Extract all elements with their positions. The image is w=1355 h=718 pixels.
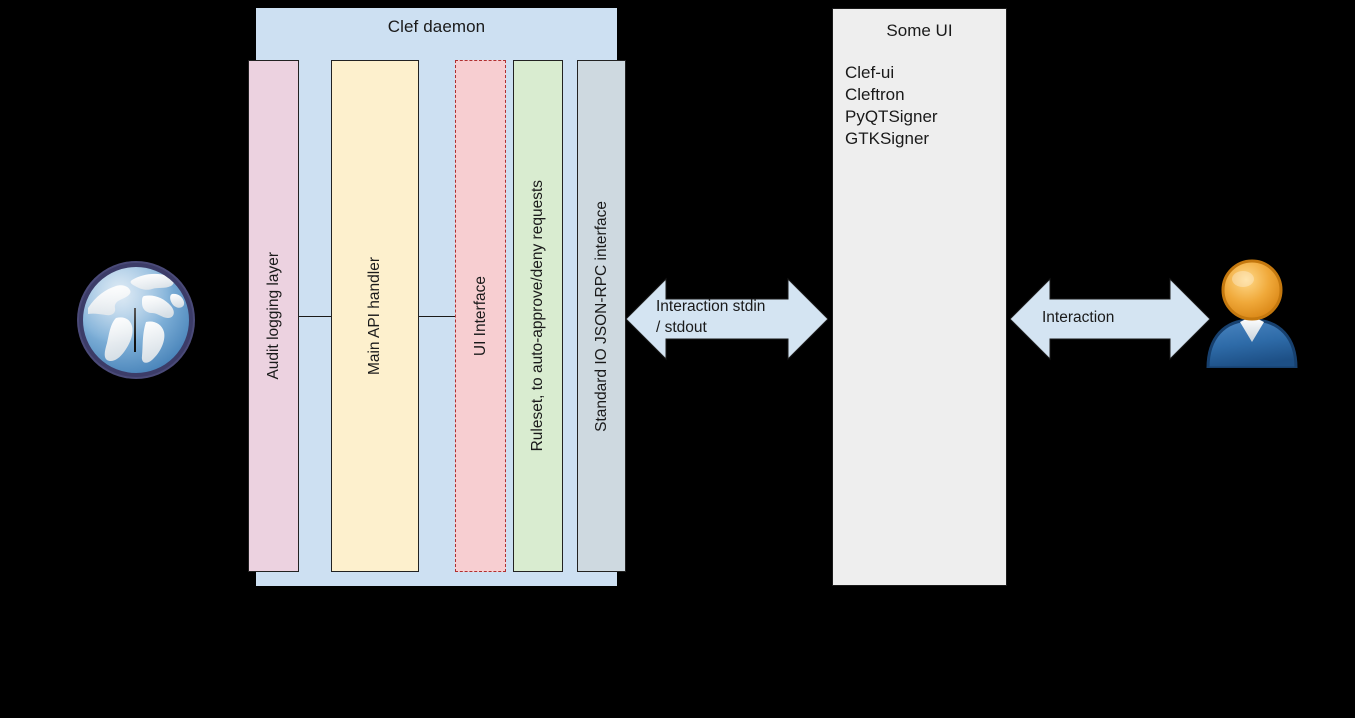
layer-audit-logging[interactable]: Audit logging layer — [248, 60, 299, 572]
list-item: Cleftron — [845, 85, 905, 104]
layer-stdio-jsonrpc-label: Standard IO JSON-RPC interface — [592, 200, 610, 432]
some-ui-container: Some UI Clef-ui Cleftron PyQTSigner GTKS… — [832, 8, 1007, 586]
arrow-interaction-user: Interaction — [1010, 276, 1210, 362]
some-ui-list: Clef-ui Cleftron PyQTSigner GTKSigner — [845, 62, 938, 150]
connector-audit-to-api — [298, 316, 332, 317]
layer-stdio-jsonrpc[interactable]: Standard IO JSON-RPC interface — [577, 60, 626, 572]
globe-icon — [72, 256, 200, 384]
layer-main-api-handler-label: Main API handler — [366, 256, 384, 376]
user-icon — [1204, 256, 1300, 370]
layer-ui-interface-label: UI Interface — [471, 275, 489, 357]
list-item: PyQTSigner — [845, 107, 938, 126]
layer-ruleset-label: Ruleset, to auto-approve/deny requests — [529, 180, 547, 452]
clef-daemon-title: Clef daemon — [387, 17, 486, 36]
layer-main-api-handler[interactable]: Main API handler — [331, 60, 419, 572]
list-item: Clef-ui — [845, 63, 895, 82]
layer-audit-logging-label: Audit logging layer — [264, 252, 282, 380]
some-ui-title: Some UI — [886, 21, 953, 40]
layer-ruleset[interactable]: Ruleset, to auto-approve/deny requests — [513, 60, 563, 572]
arrow-interaction-stdio: Interaction stdin / stdout — [626, 276, 828, 362]
layer-ui-interface[interactable]: UI Interface — [455, 60, 506, 572]
list-item: GTKSigner — [845, 129, 930, 148]
connector-api-to-ui — [418, 316, 456, 317]
